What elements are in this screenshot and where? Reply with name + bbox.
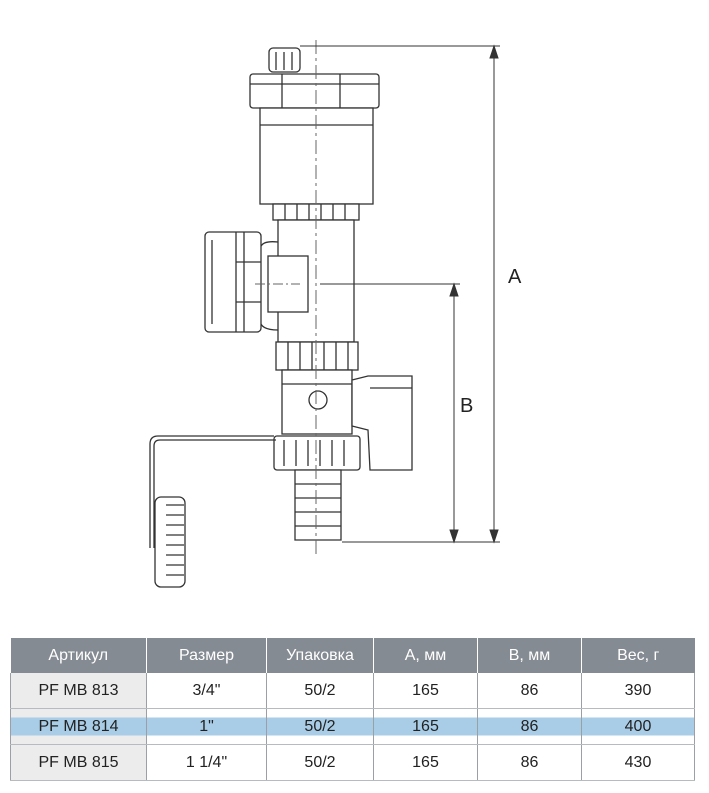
cell-dim-a: 165: [373, 708, 478, 745]
drain-cap: [154, 496, 186, 588]
lower-nut: [275, 341, 359, 371]
cell-article: PF MB 813: [10, 673, 147, 709]
ball-valve-body: [281, 369, 353, 435]
header-weight: Вес, г: [581, 638, 695, 673]
header-dim-a: А, мм: [373, 638, 478, 673]
header-size: Размер: [146, 638, 267, 673]
cell-weight: 390: [581, 673, 695, 709]
header-dim-b: В, мм: [477, 638, 582, 673]
cell-dim-a: 165: [373, 673, 478, 709]
dimension-a-label: A: [508, 266, 522, 288]
dimension-a-line: [300, 44, 500, 544]
dimension-b-line: [320, 282, 460, 544]
valve-technical-drawing: A B: [149, 40, 522, 588]
cell-article: PF MB 815: [10, 744, 147, 781]
top-nut: [249, 73, 380, 109]
table-row: PF MB 813 3/4" 50/2 165 86 390: [10, 673, 695, 709]
cell-dim-a: 165: [373, 744, 478, 781]
table-row: PF MB 815 1 1/4" 50/2 165 86 430: [10, 744, 695, 781]
cell-size: 1": [146, 708, 267, 745]
cap-tether: [149, 435, 274, 548]
cell-dim-b: 86: [477, 673, 582, 709]
header-packaging: Упаковка: [266, 638, 374, 673]
drain-union: [273, 435, 361, 471]
cell-weight: 400: [581, 708, 695, 745]
cell-weight: 430: [581, 744, 695, 781]
cell-dim-b: 86: [477, 744, 582, 781]
table-row-highlighted: PF MB 814 1" 50/2 165 86 400: [10, 708, 695, 745]
table-header-row: Артикул Размер Упаковка А, мм В, мм Вес,…: [10, 638, 695, 673]
cell-packaging: 50/2: [266, 744, 374, 781]
cell-article: PF MB 814: [10, 708, 147, 745]
cell-packaging: 50/2: [266, 708, 374, 745]
cell-size: 1 1/4": [146, 744, 267, 781]
cell-packaging: 50/2: [266, 673, 374, 709]
dimension-b-label: B: [460, 395, 473, 417]
spec-table: Артикул Размер Упаковка А, мм В, мм Вес,…: [10, 638, 695, 781]
valve-handle: [351, 375, 413, 471]
hose-barb: [294, 469, 342, 541]
cell-size: 3/4": [146, 673, 267, 709]
side-union-nut: [204, 231, 262, 333]
cell-dim-b: 86: [477, 708, 582, 745]
header-article: Артикул: [10, 638, 147, 673]
